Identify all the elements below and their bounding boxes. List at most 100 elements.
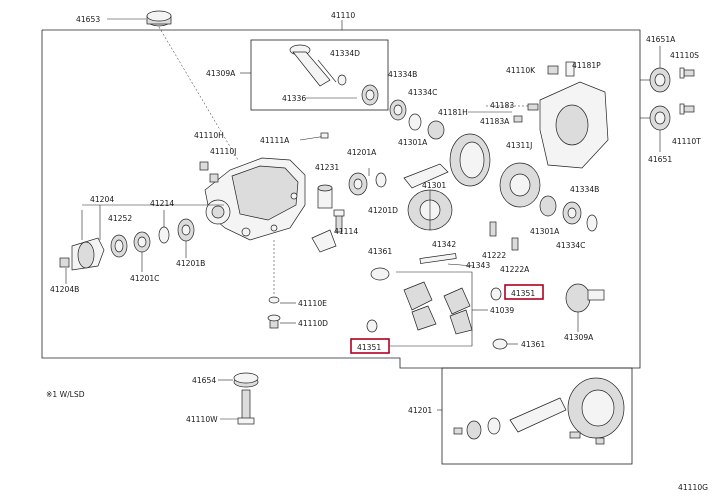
label-41351-left: 41351 — [357, 343, 381, 352]
part-41301-ring-gear — [403, 133, 491, 189]
label-41334b-mid: 41334B — [570, 185, 599, 194]
label-41653: 41653 — [76, 15, 100, 24]
part-41039-gear-set — [403, 281, 473, 335]
part-41334b-bearing-top — [389, 99, 407, 121]
part-41361-washer-mid — [370, 267, 390, 281]
part-41110s-bolt — [679, 67, 695, 79]
label-41651a: 41651A — [646, 35, 676, 44]
note-lsd: ※1 W/LSD — [46, 390, 85, 399]
part-41181h-cover — [539, 81, 609, 169]
part-41651a-mount — [649, 67, 671, 93]
label-41110w: 41110W — [186, 415, 218, 424]
part-41343-pin — [447, 263, 475, 267]
part-41361-washer-bot — [492, 338, 508, 350]
part-41110-carrier-housing — [204, 157, 306, 241]
part-41201-lsd-ring-gear — [453, 377, 625, 445]
part-41201c-bearing — [133, 231, 151, 253]
label-41231: 41231 — [315, 163, 339, 172]
part-41110k-bolt — [547, 65, 559, 75]
label-41201a: 41201A — [347, 148, 377, 157]
label-41111a: 41111A — [260, 136, 290, 145]
main-frame — [41, 29, 641, 369]
label-41342: 41342 — [432, 240, 456, 249]
part-41114-bolt — [333, 209, 345, 233]
part-41201b-bearing — [177, 218, 195, 242]
part-41201a-bearing — [348, 172, 368, 196]
part-41311j-cover-case — [499, 162, 541, 208]
part-41183a-bolt — [513, 115, 523, 123]
highlight-41351-right — [504, 284, 544, 300]
label-41183: 41183 — [490, 101, 514, 110]
label-41309a-top: 41309A — [206, 69, 236, 78]
lsd-inset-box — [441, 367, 633, 465]
label-41222: 41222 — [482, 251, 506, 260]
part-41334c-ring-top — [408, 113, 422, 131]
part-41309a-side-flange — [565, 283, 605, 313]
part-41110e-washer — [268, 296, 280, 304]
ref-code: 41110G — [678, 483, 708, 492]
label-41110t: 41110T — [672, 137, 701, 146]
label-41110k: 41110K — [506, 66, 536, 75]
label-41301: 41301 — [422, 181, 446, 190]
part-41183-bolt — [527, 103, 539, 111]
part-41204-flange — [71, 237, 105, 271]
label-41204b: 41204B — [50, 285, 79, 294]
label-41654: 41654 — [192, 376, 216, 385]
part-41653-cap — [146, 10, 172, 27]
part-41651-mount — [649, 105, 671, 131]
part-41110w-bolt — [237, 389, 255, 425]
part-41110t-bolt — [679, 103, 695, 115]
label-41201d: 41201D — [368, 206, 398, 215]
label-41336: 41336 — [282, 94, 306, 103]
label-41204: 41204 — [90, 195, 114, 204]
part-41201d-ring — [375, 172, 387, 188]
label-41110j: 41110J — [210, 147, 236, 156]
part-41214-washer — [158, 226, 170, 244]
part-41309a-flange — [289, 44, 337, 87]
label-41351-right: 41351 — [511, 289, 535, 298]
part-41301a-bearing-mid — [539, 195, 557, 217]
part-41351-washer-right — [490, 287, 502, 301]
label-41110h: 41110H — [194, 131, 224, 140]
part-41351-washer-left — [366, 319, 378, 333]
label-41201b: 41201B — [176, 259, 205, 268]
label-41334c-mid: 41334C — [556, 241, 585, 250]
part-41654-mount — [233, 372, 259, 388]
label-41110e: 41110E — [298, 299, 327, 308]
label-41301a-top: 41301A — [398, 138, 428, 147]
label-41301a-mid: 41301A — [530, 227, 560, 236]
label-41361-mid: 41361 — [368, 247, 392, 256]
part-41336-seal — [361, 84, 379, 106]
label-41181h: 41181H — [438, 108, 468, 117]
label-41201: 41201 — [408, 406, 432, 415]
part-41342-pin — [419, 253, 457, 264]
label-41311j: 41311J — [506, 141, 532, 150]
label-41334d: 41334D — [330, 49, 360, 58]
part-41110h-plug — [199, 161, 209, 171]
part-41222a-bolt — [511, 237, 519, 251]
part-41110j-plug — [209, 173, 219, 183]
part-41334d-ring — [337, 74, 347, 86]
part-41301a-bearing-top — [427, 120, 445, 140]
label-41309a-bot: 41309A — [564, 333, 594, 342]
label-41214: 41214 — [150, 199, 174, 208]
part-41231-spacer — [317, 184, 333, 209]
label-41334c-top: 41334C — [408, 88, 437, 97]
label-41343: 41343 — [466, 261, 490, 270]
label-41361-bot: 41361 — [521, 340, 545, 349]
label-41334b-top: 41334B — [388, 70, 417, 79]
inset-box-top — [250, 39, 389, 111]
part-41222-bolt — [489, 221, 497, 237]
part-41114-bracket — [311, 229, 337, 253]
label-41110d: 41110D — [298, 319, 328, 328]
label-41201c: 41201C — [130, 274, 159, 283]
part-41111a-breather — [299, 132, 329, 141]
part-41301-case — [407, 189, 453, 231]
label-41651: 41651 — [648, 155, 672, 164]
label-41110s: 41110S — [670, 51, 699, 60]
part-41181p-plug — [565, 61, 575, 77]
part-41110d-plug — [267, 314, 281, 329]
part-41334b-bearing-mid — [562, 201, 582, 225]
part-41334c-ring-mid — [586, 214, 598, 232]
